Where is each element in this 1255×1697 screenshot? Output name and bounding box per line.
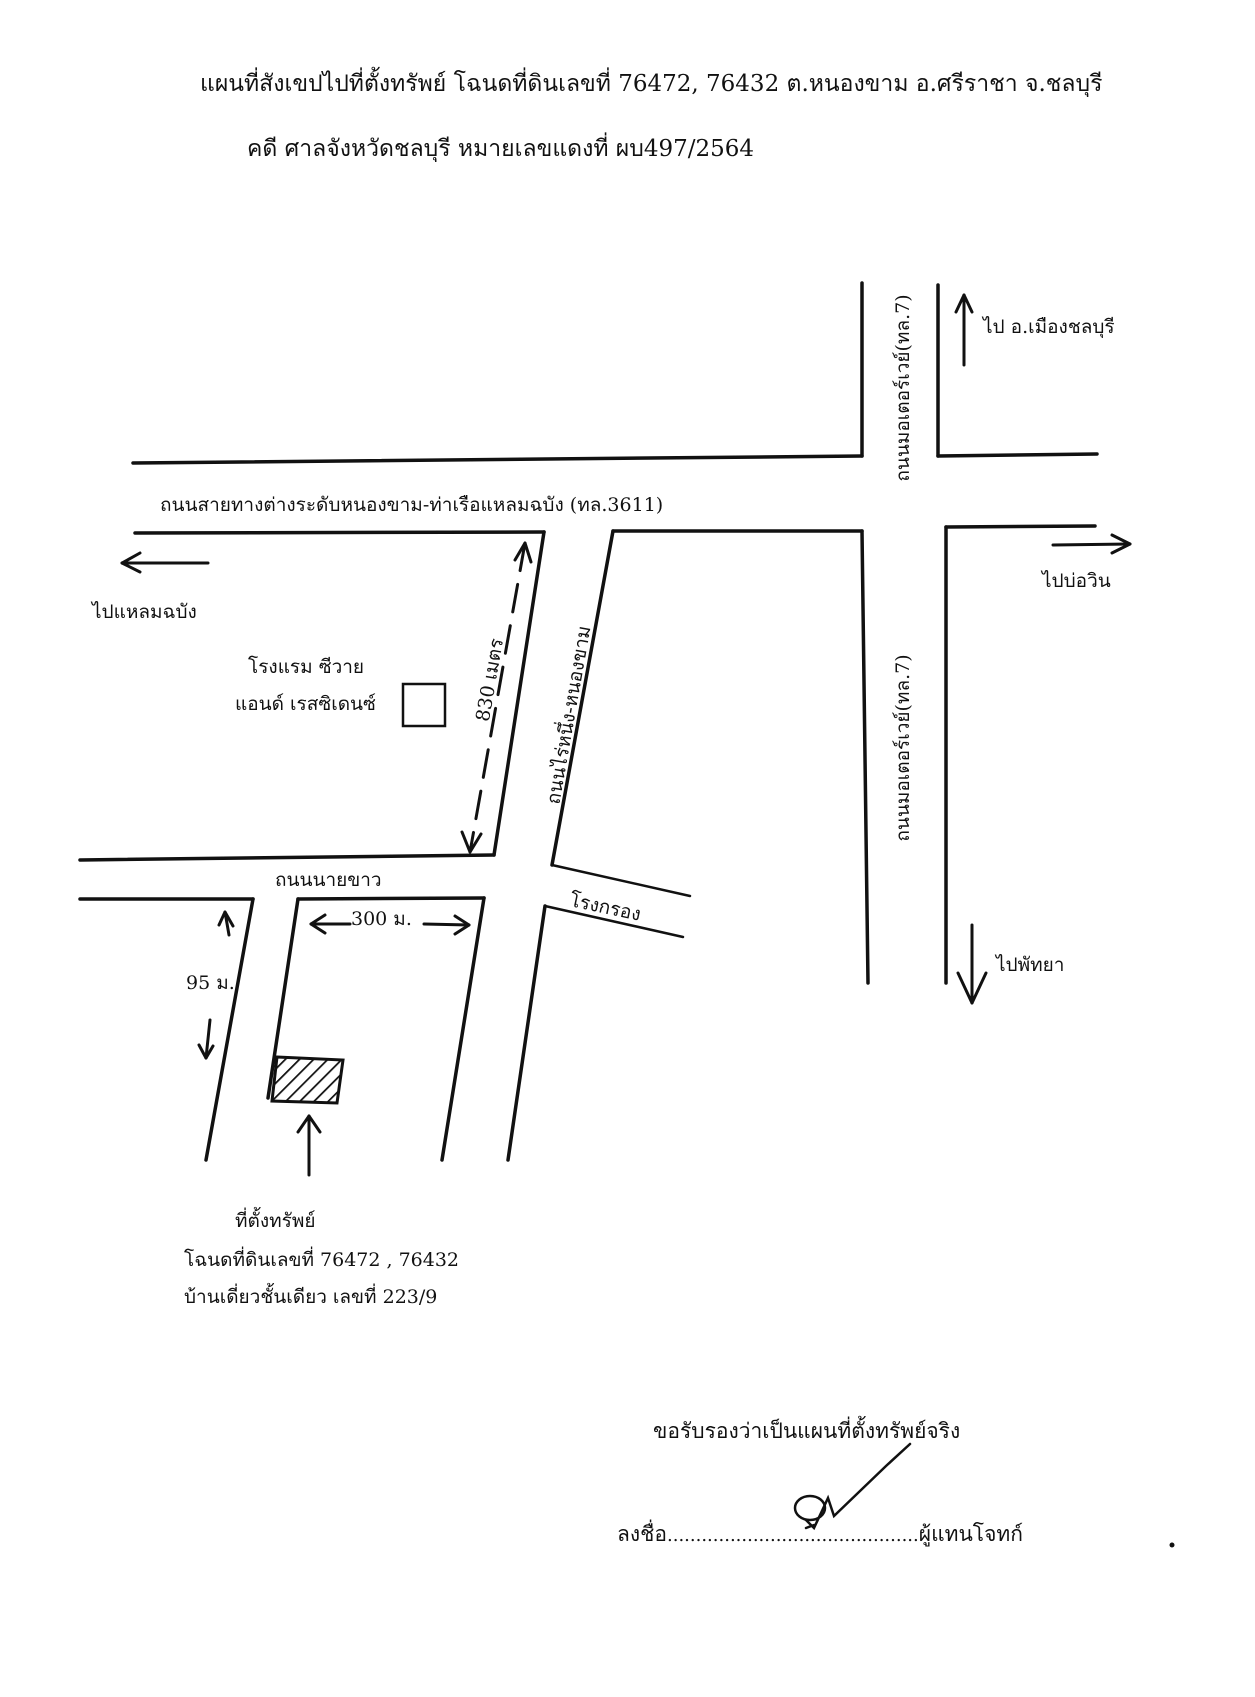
nai-khao-road-label: ถนนนายขาว bbox=[275, 869, 382, 891]
handwritten-signature bbox=[793, 1442, 912, 1531]
signature-line: ลงชื่อ..................................… bbox=[617, 1518, 1023, 1551]
case-number: คดี ศาลจังหวัดชลบุรี หมายเลขแดงที่ ผบ497… bbox=[247, 136, 755, 162]
arrow-west-icon bbox=[120, 551, 210, 574]
to-bo-win-label: ไปบ่อวิน bbox=[1042, 570, 1111, 592]
map-title: แผนที่สังเขปไปที่ตั้งทรัพย์ โฉนดที่ดินเล… bbox=[200, 71, 1103, 97]
property-caption-line3: บ้านเดี่ยวชั้นเดียว เลขที่ 223/9 bbox=[184, 1286, 438, 1308]
rai-nung-road-east-edge bbox=[550, 529, 615, 867]
highway-3611-south-edge-east bbox=[944, 524, 1097, 529]
arrow-south-icon bbox=[956, 923, 988, 1005]
arrow-north-icon bbox=[954, 293, 974, 367]
to-pattaya-label: ไปพัทยา bbox=[996, 954, 1065, 976]
property-pointer-arrow bbox=[296, 1114, 322, 1177]
highway-3611-north-edge-east bbox=[936, 452, 1099, 458]
certification-statement: ขอรับรองว่าเป็นแผนที่ตั้งทรัพย์จริง bbox=[653, 1419, 961, 1443]
hotel-label-line2: แอนด์ เรสซิเดนซ์ bbox=[235, 693, 376, 715]
page-mark bbox=[1169, 1542, 1175, 1548]
distance-95-arrow bbox=[197, 910, 235, 1060]
rai-nung-road-west-edge bbox=[492, 530, 546, 857]
highway-3611-south-edge-west bbox=[133, 530, 546, 535]
factory-road-north-edge bbox=[550, 863, 692, 898]
property-caption-line1: ที่ตั้งทรัพย์ bbox=[235, 1210, 316, 1232]
nai-khao-road-north-edge bbox=[78, 853, 496, 862]
motorway-south-left-edge bbox=[860, 529, 870, 985]
highway-3611-north-edge bbox=[131, 454, 864, 465]
property-caption-line2: โฉนดที่ดินเลขที่ 76472 , 76432 bbox=[184, 1249, 460, 1271]
distance-95-label: 95 ม. bbox=[186, 972, 235, 994]
nai-khao-road-south-edge-mid bbox=[296, 896, 486, 901]
hotel-label-line1: โรงแรม ซีวาย bbox=[248, 656, 365, 678]
soi-east-edge bbox=[440, 896, 486, 1162]
sign-label: ลงชื่อ bbox=[617, 1522, 667, 1546]
property-parcel bbox=[270, 1055, 345, 1105]
distance-300-label: 300 ม. bbox=[351, 908, 412, 930]
factory-road-south-edge bbox=[543, 904, 685, 939]
motorway-north-label: ถนนมอเตอร์เวย์(ทล.7) bbox=[892, 294, 914, 482]
rai-nung-road-south-edge bbox=[506, 904, 547, 1162]
hotel-marker bbox=[401, 682, 447, 728]
distance-830-arrow bbox=[460, 541, 533, 854]
to-laem-chabang-label: ไปแหลมฉบัง bbox=[92, 601, 197, 623]
to-mueang-chonburi-label: ไป อ.เมืองชลบุรี bbox=[983, 316, 1115, 338]
highway-3611-label: ถนนสายทางต่างระดับหนองขาม-ท่าเรือแหลมฉบั… bbox=[160, 494, 664, 516]
soi-west-road-east-edge bbox=[204, 897, 255, 1162]
distance-300-arrow bbox=[309, 913, 471, 936]
signer-role: ผู้แทนโจทก์ bbox=[918, 1522, 1023, 1546]
arrow-east-icon bbox=[1051, 533, 1132, 555]
soi-west-road-west-edge bbox=[266, 897, 300, 1100]
motorway-south-label: ถนนมอเตอร์เวย์(ทล.7) bbox=[892, 654, 914, 842]
sign-dots: ........................................… bbox=[667, 1525, 919, 1546]
